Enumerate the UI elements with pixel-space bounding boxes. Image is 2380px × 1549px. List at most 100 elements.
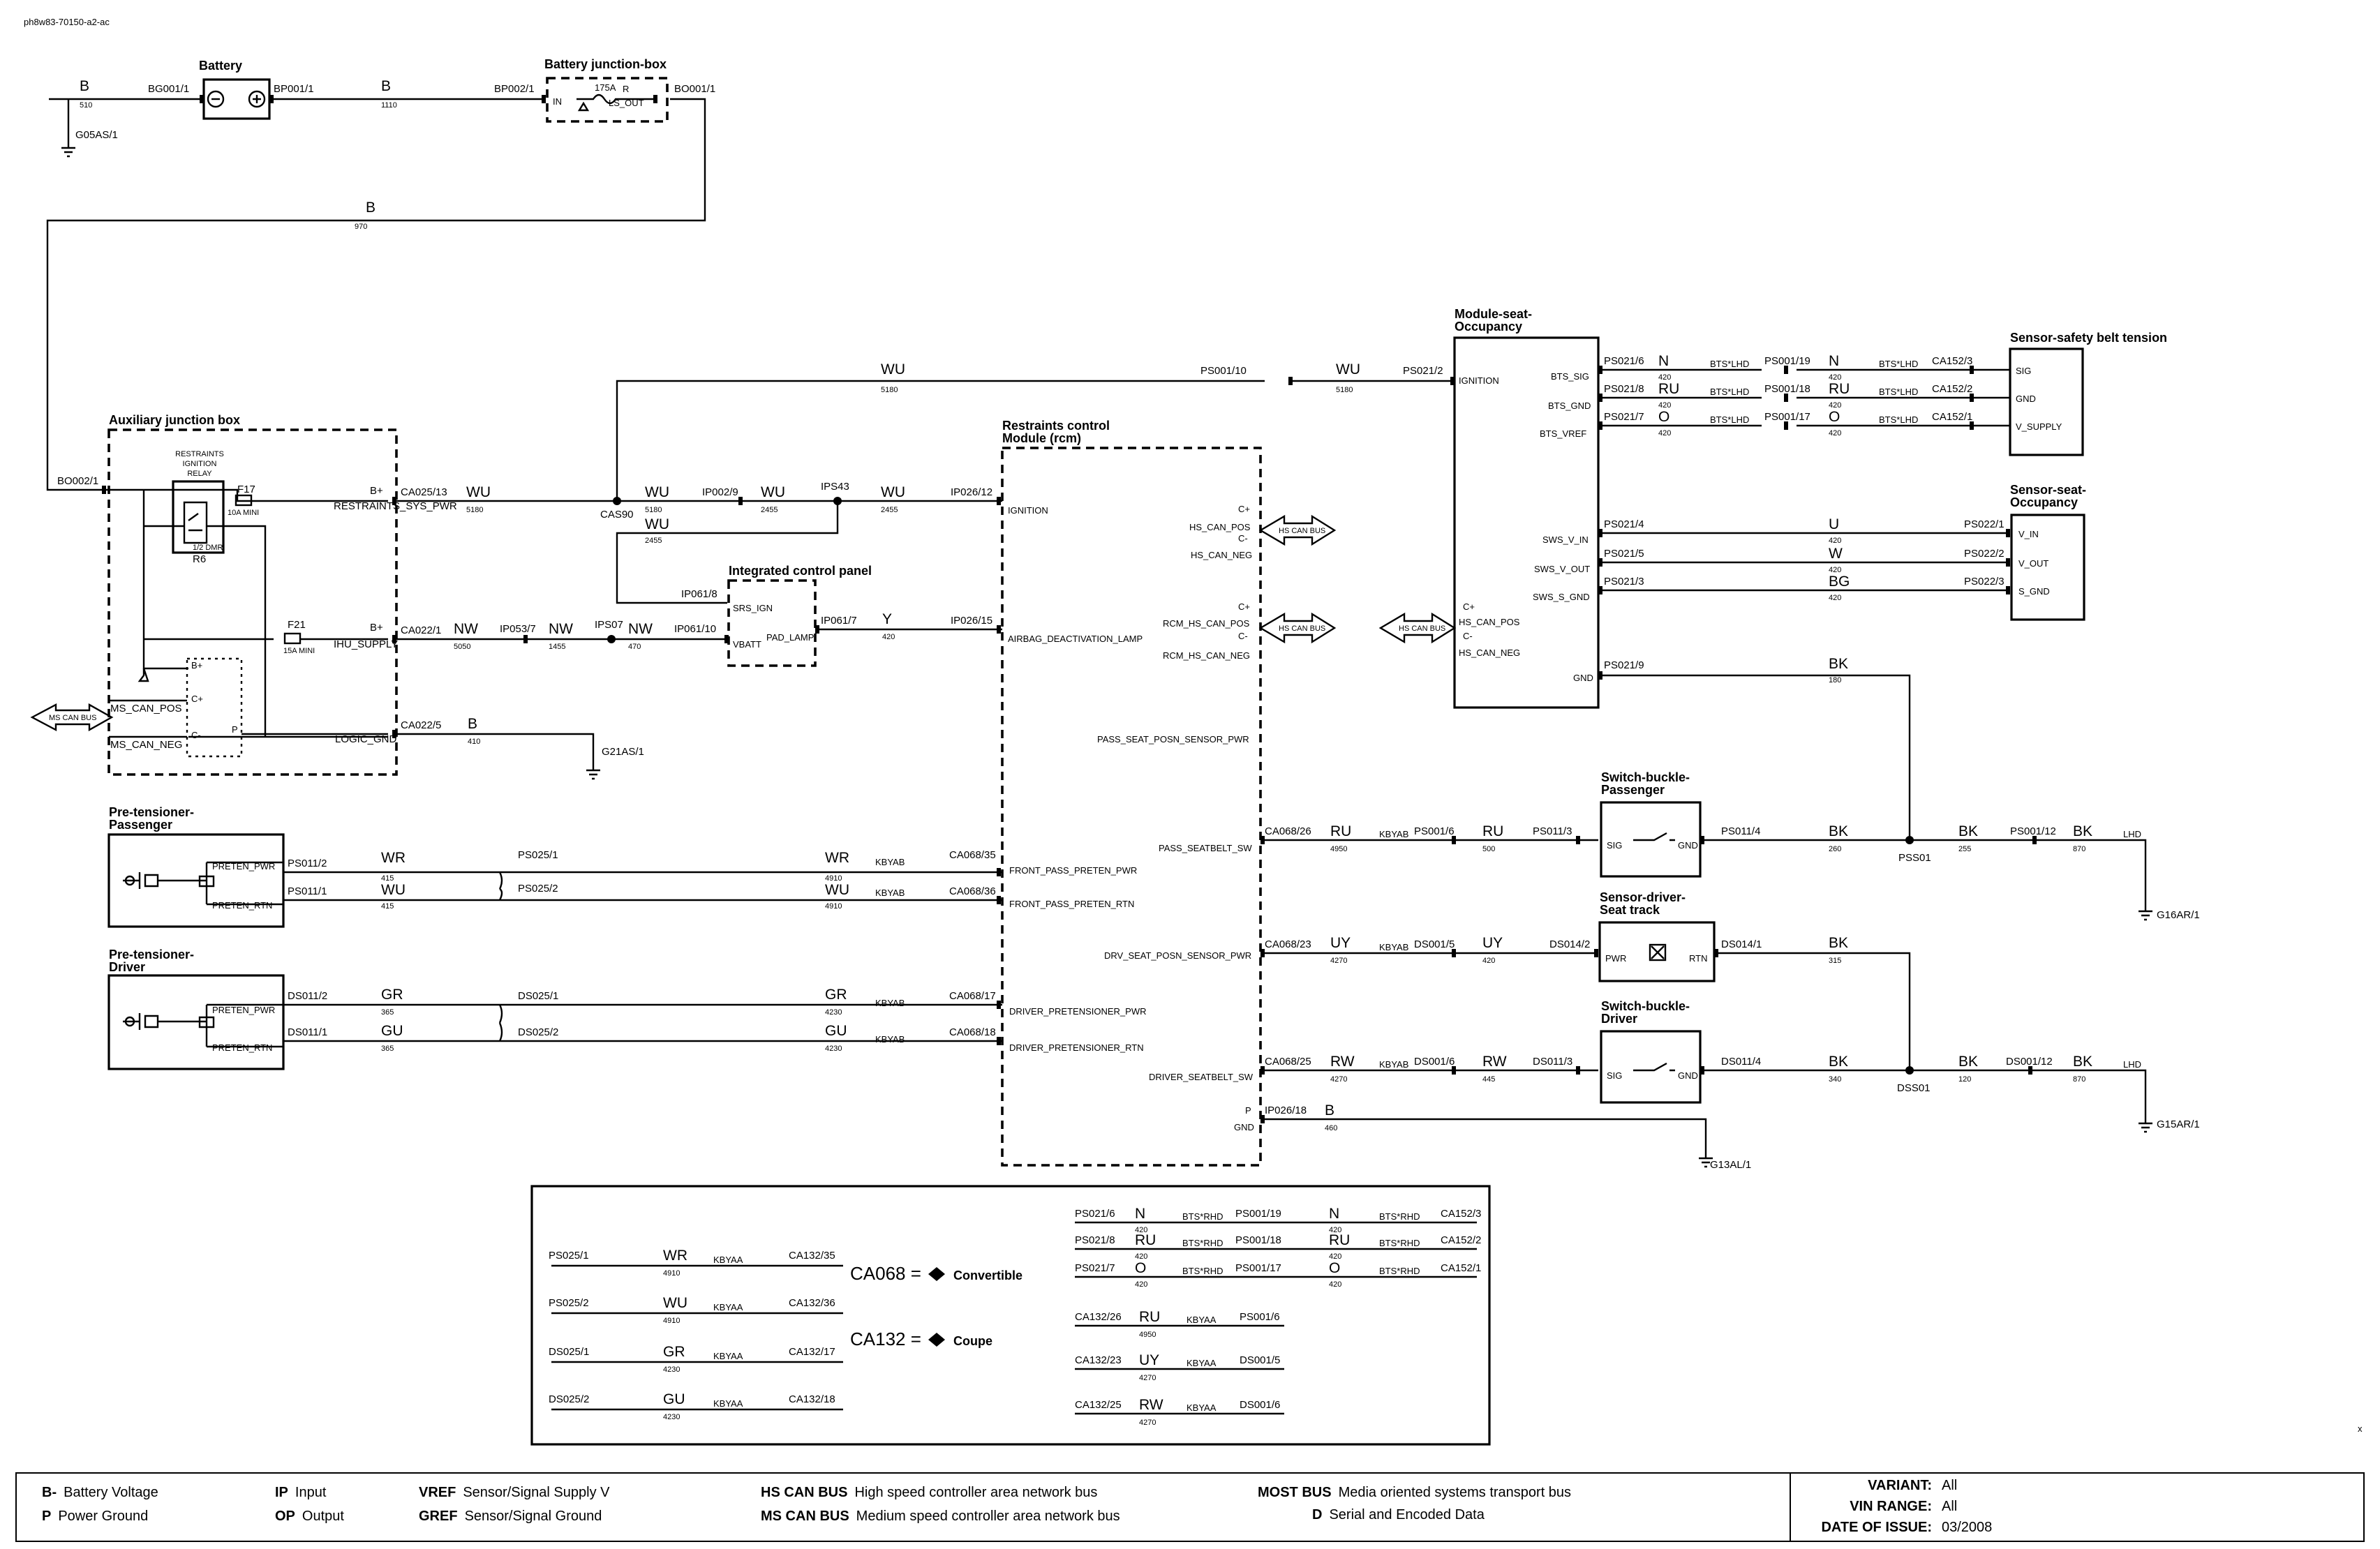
diagram-label: B bbox=[80, 78, 89, 94]
vin-range-value: All bbox=[1942, 1499, 1958, 1514]
diagram-label: IHU_SUPPLY bbox=[334, 638, 398, 650]
diagram-label: BTS_SIG bbox=[1551, 371, 1589, 382]
diamond-icon bbox=[928, 1267, 945, 1281]
diagram-label: AIRBAG_DEACTIVATION_LAMP bbox=[1008, 634, 1143, 644]
variant-key: VARIANT: bbox=[1868, 1478, 1932, 1493]
diagram-label: CA132/35 bbox=[789, 1250, 835, 1262]
diagram-label: 4910 bbox=[825, 902, 842, 911]
diagram-label: G15AR/1 bbox=[2157, 1118, 2200, 1130]
diagram-label: GND bbox=[1234, 1122, 1254, 1132]
ms-can-bus-icon: MS CAN BUS bbox=[49, 714, 96, 722]
diagram-label: 15A MINI bbox=[283, 647, 315, 655]
diagram-label: BK bbox=[1958, 1054, 1978, 1070]
sensor-safety-belt-tension bbox=[2009, 347, 2084, 456]
diagram-label: PRETEN_RTN bbox=[212, 900, 272, 911]
diagram-label: O bbox=[1329, 1260, 1340, 1276]
diagram-label: B+ bbox=[191, 660, 202, 671]
diagram-label: LS_OUT bbox=[609, 98, 644, 108]
diagram-label: PS001/18 bbox=[1764, 383, 1810, 395]
diagram-label: SIG bbox=[1607, 840, 1622, 851]
diagram-label: WU bbox=[1336, 361, 1360, 377]
diagram-label: 315 bbox=[1829, 957, 1841, 965]
diagram-label: KBYAA bbox=[713, 1398, 743, 1409]
diagram-label: GND bbox=[1678, 840, 1698, 851]
diagram-label: BG001/1 bbox=[148, 83, 189, 95]
diagram-label: CA068/26 bbox=[1265, 825, 1311, 837]
diagram-label: G21AS/1 bbox=[602, 746, 644, 758]
diagram-label: 420 bbox=[1829, 429, 1841, 437]
diagram-label: LHD bbox=[2123, 829, 2141, 839]
diagram-label: 260 bbox=[1829, 845, 1841, 853]
diagram-label: LHD bbox=[2123, 1059, 2141, 1070]
diagram-label: DSS01 bbox=[1897, 1082, 1931, 1094]
auxiliary-junction-box: BO002/1 Auxiliary junction box RESTRAINT… bbox=[30, 413, 457, 776]
diagram-label: C- bbox=[1463, 631, 1473, 641]
diagram-label: BP002/1 bbox=[494, 83, 535, 95]
diagram-label: N bbox=[1329, 1206, 1339, 1222]
diagram-label: BTS*RHD bbox=[1379, 1211, 1420, 1222]
diagram-label: DS011/4 bbox=[1721, 1056, 1761, 1068]
diagram-label: KBYAB bbox=[875, 1034, 905, 1045]
diagram-label: RESTRAINTS bbox=[175, 450, 224, 458]
diagram-label: 1110 bbox=[381, 101, 397, 110]
diagram-label: CA132/17 bbox=[789, 1346, 835, 1358]
driver-seatbelt-row: CA068/25 RW 4270 KBYAB DS001/6 RW 445 DS… bbox=[1260, 999, 2200, 1133]
diagram-label: N bbox=[1829, 353, 1839, 369]
restraints-ignition-relay bbox=[172, 480, 225, 554]
diagram-label: 410 bbox=[468, 738, 480, 746]
diagram-label: PAD_LAMP bbox=[766, 632, 814, 643]
diagram-label: PS025/2 bbox=[518, 883, 558, 895]
diagram-label: Convertible bbox=[953, 1269, 1022, 1282]
diagram-label: 4910 bbox=[663, 1317, 680, 1325]
diagram-label: BTS_GND bbox=[1548, 401, 1591, 411]
diagram-label: RW bbox=[1139, 1397, 1163, 1413]
diagram-label: C+ bbox=[1463, 601, 1475, 612]
diagram-label: NW bbox=[549, 621, 573, 637]
diagram-label: 4910 bbox=[663, 1269, 680, 1278]
battery-minus-icon bbox=[207, 90, 225, 108]
diagram-label: 2455 bbox=[645, 537, 662, 545]
diagram-label: IP061/10 bbox=[674, 623, 716, 635]
diagram-label: CA152/3 bbox=[1932, 355, 1972, 367]
diagram-label: CA068 = bbox=[850, 1263, 921, 1284]
diagram-label: Restraints control bbox=[1002, 419, 1110, 433]
diagram-label: PS021/8 bbox=[1604, 383, 1644, 395]
diagram-label: R bbox=[623, 84, 629, 94]
diagram-label: DS025/2 bbox=[549, 1393, 589, 1405]
diagram-label: KBYAA bbox=[1187, 1402, 1217, 1413]
diagram-label: 420 bbox=[1829, 401, 1841, 410]
diagram-label: BTS*LHD bbox=[1710, 359, 1749, 369]
diagram-label: 4950 bbox=[1139, 1331, 1156, 1339]
diagram-label: G05AS/1 bbox=[75, 129, 118, 141]
diagram-label: WU bbox=[466, 484, 491, 500]
diagram-label: 4230 bbox=[825, 1008, 842, 1017]
diagram-label: 4270 bbox=[1139, 1374, 1156, 1382]
diagram-label: KBYAA bbox=[713, 1255, 743, 1265]
diagram-label: G13AL/1 bbox=[1710, 1159, 1751, 1171]
hs-can-bus-icon: HS CAN BUS bbox=[1399, 624, 1445, 633]
diagram-label: RU bbox=[1139, 1309, 1160, 1325]
diagram-label: C+ bbox=[191, 694, 203, 704]
diagram-label: RU bbox=[1135, 1232, 1156, 1248]
diagram-label: IP026/15 bbox=[951, 615, 992, 627]
diagram-label: KBYAA bbox=[1187, 1315, 1217, 1325]
diagram-label: SRS_IGN bbox=[733, 603, 773, 613]
diagram-label: PS021/7 bbox=[1075, 1262, 1115, 1274]
variant-value: All bbox=[1942, 1478, 1958, 1493]
diagram-label: DS001/12 bbox=[2006, 1056, 2053, 1068]
diagram-label: CA022/5 bbox=[401, 719, 441, 731]
diagram-label: PS011/1 bbox=[288, 885, 327, 897]
diagram-label: 970 bbox=[355, 223, 367, 231]
diagram-label: DS001/6 bbox=[1240, 1399, 1280, 1411]
diagram-label: 4270 bbox=[1330, 957, 1347, 965]
diagram-label: CA068/23 bbox=[1265, 938, 1311, 950]
diagram-label: KBYAB bbox=[1379, 829, 1408, 839]
diagram-label: 420 bbox=[1482, 957, 1495, 965]
diagram-label: BO002/1 bbox=[57, 475, 98, 487]
diagram-label: 365 bbox=[381, 1045, 394, 1053]
diagram-label: BTS*RHD bbox=[1182, 1238, 1224, 1248]
pre-tensioner-driver: Pre-tensioner- Driver PRETEN_PWR PRETEN_… bbox=[107, 948, 1002, 1070]
